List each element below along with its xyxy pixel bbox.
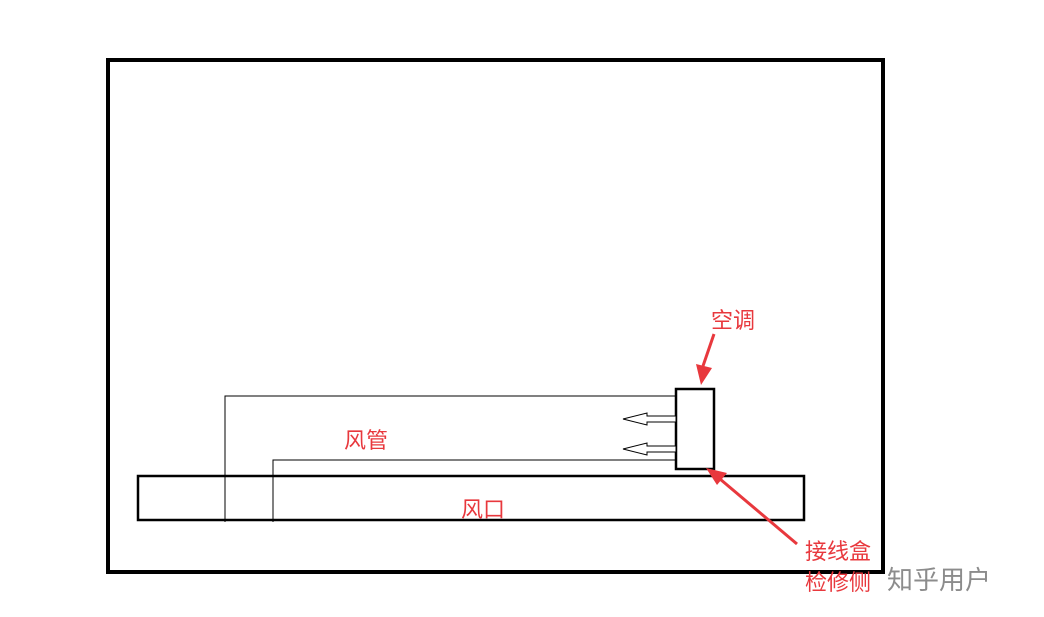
airflow-arrow-icon bbox=[622, 412, 677, 426]
duct-inner-line bbox=[272, 459, 676, 522]
ac-unit-box bbox=[674, 387, 716, 471]
junction-box-label-line1: 接线盒 bbox=[805, 540, 871, 565]
pointer-arrow-icon bbox=[706, 468, 798, 546]
airflow-arrow-icon bbox=[622, 442, 677, 456]
duct-outer-line bbox=[224, 395, 676, 522]
ac-unit-label: 空调 bbox=[711, 309, 755, 334]
vent-bar bbox=[136, 474, 806, 522]
vent-label: 风口 bbox=[461, 498, 505, 523]
junction-box-label-line2: 检修侧 bbox=[805, 571, 871, 596]
duct-label: 风管 bbox=[344, 429, 388, 454]
watermark: 知乎用户 bbox=[887, 566, 991, 596]
pointer-arrow-icon bbox=[696, 333, 716, 385]
room-frame bbox=[106, 58, 885, 574]
